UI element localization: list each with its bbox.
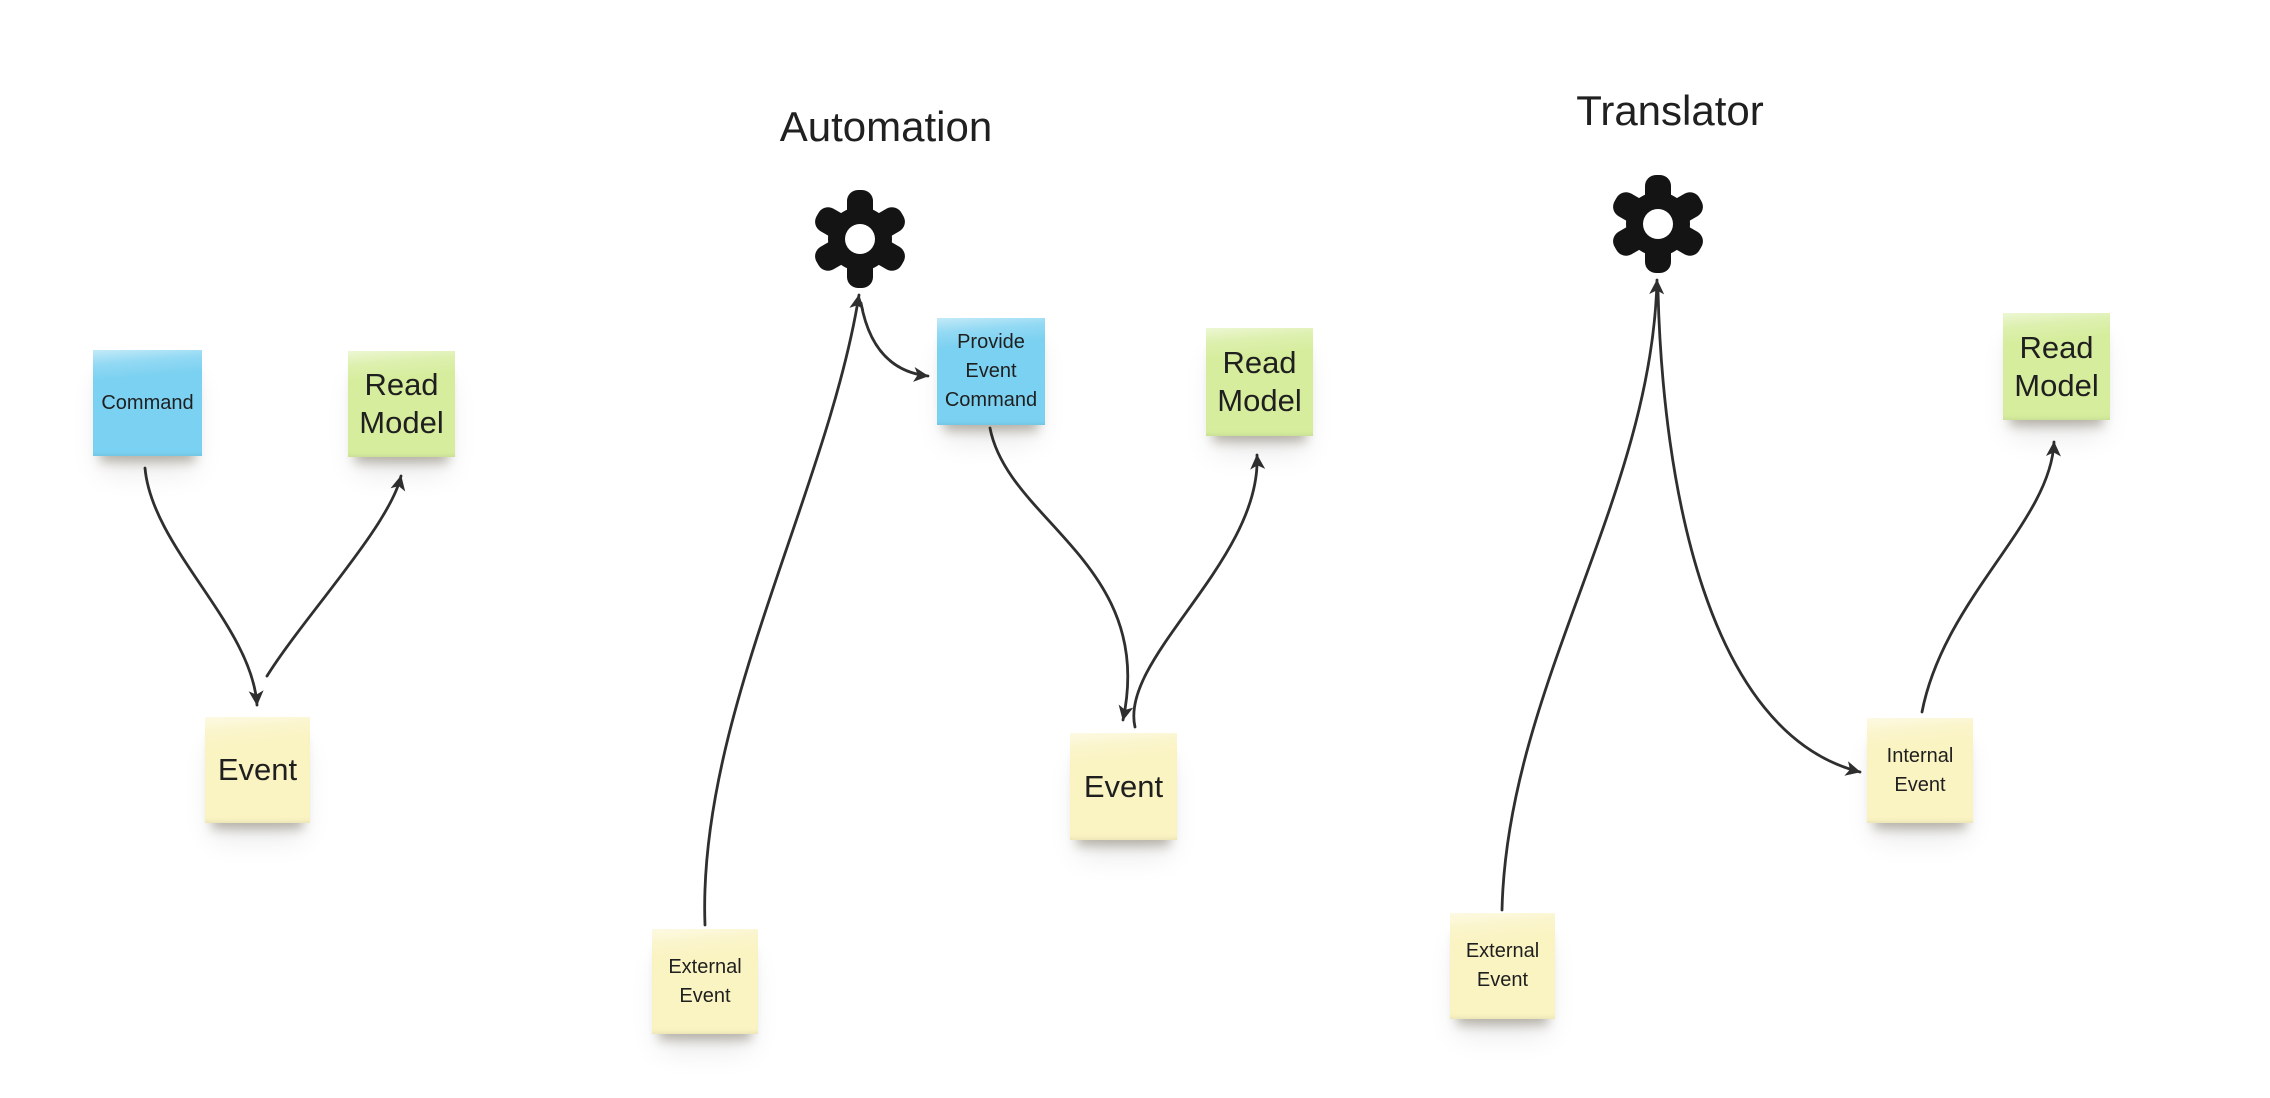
sticky-note-read-model-left[interactable]: Read Model xyxy=(348,351,455,457)
note-line: Model xyxy=(1217,383,1302,418)
note-line: Read xyxy=(2019,329,2094,365)
note-line: Model xyxy=(359,405,444,440)
arrow-automation-gear-to-provide-event-command[interactable] xyxy=(859,301,930,382)
sticky-note-read-model-middle[interactable]: Read Model xyxy=(1206,328,1313,436)
note-line: Internal xyxy=(1886,744,1954,767)
sticky-note-provide-event-command[interactable]: Provide Event Command xyxy=(937,318,1045,425)
sticky-note-internal-event[interactable]: Internal Event xyxy=(1867,718,1973,823)
note-line: Event xyxy=(965,360,1017,382)
section-title-translator[interactable]: Translator xyxy=(1576,87,1764,134)
sticky-note-external-event-right[interactable]: External Event xyxy=(1450,913,1555,1019)
sticky-note-event-middle[interactable]: Event xyxy=(1070,733,1177,840)
note-line: Event xyxy=(1083,768,1164,804)
note-line: External xyxy=(1465,940,1540,962)
automation-gear-icon[interactable] xyxy=(810,189,910,289)
translator-gear-icon[interactable] xyxy=(1608,174,1708,274)
note-line: Command xyxy=(944,389,1038,411)
arrow-provide-event-command-to-event[interactable] xyxy=(988,426,1134,722)
sticky-note-event-left[interactable]: Event xyxy=(205,717,310,823)
sticky-note-read-model-right[interactable]: Read Model xyxy=(2003,313,2110,420)
sticky-note-external-event-middle[interactable]: External Event xyxy=(652,929,758,1034)
note-line: Event xyxy=(217,752,298,787)
note-line: Command xyxy=(101,391,194,414)
note-line: Read xyxy=(1222,345,1297,380)
arrow-event-to-read-model-middle[interactable] xyxy=(1132,453,1266,729)
section-title-automation[interactable]: Automation xyxy=(779,103,993,150)
note-line: Read xyxy=(364,367,439,402)
note-line: Model xyxy=(2014,367,2099,403)
arrow-external-event-to-translator-gear[interactable] xyxy=(1500,278,1665,912)
note-line: External xyxy=(668,955,742,978)
arrow-event-to-read-model-left[interactable] xyxy=(265,474,406,678)
sticky-note-command[interactable]: Command xyxy=(93,350,202,456)
note-line: Event xyxy=(1476,969,1529,991)
arrow-external-event-to-automation-gear[interactable] xyxy=(703,293,865,927)
note-line: Event xyxy=(679,984,731,1007)
arrow-translator-gear-to-internal-event[interactable] xyxy=(1656,290,1862,776)
arrow-command-to-event[interactable] xyxy=(143,466,264,707)
arrow-internal-event-to-read-model-right[interactable] xyxy=(1920,440,2061,714)
note-line: Provide xyxy=(957,331,1025,353)
note-line: Event xyxy=(1894,773,1946,796)
